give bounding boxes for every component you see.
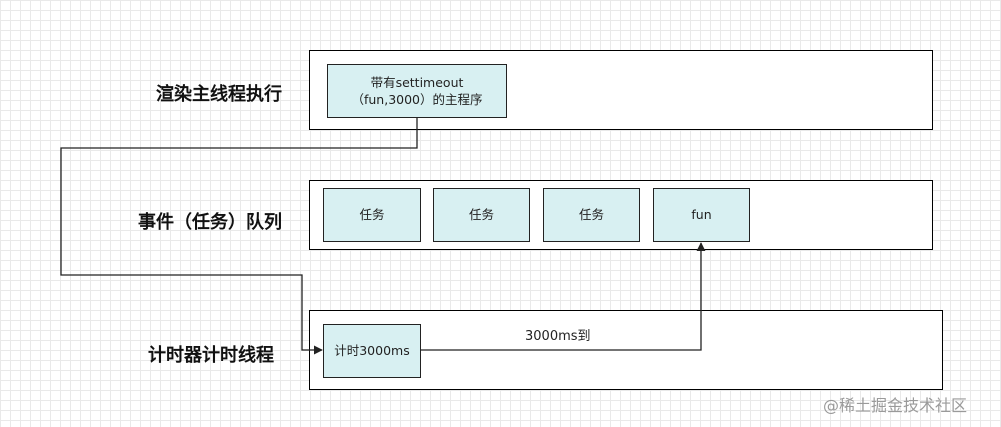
main-program-line1: 带有settimeout — [370, 74, 464, 90]
task-box-3: 任务 — [543, 188, 640, 242]
task-label-1: 任务 — [359, 207, 385, 223]
task-box-1: 任务 — [323, 188, 421, 242]
timer-box: 计时3000ms — [323, 324, 421, 378]
fun-label: fun — [691, 207, 712, 223]
timer-to-fun-connector — [421, 242, 706, 351]
timer-lane-label: 计时器计时线程 — [148, 345, 274, 366]
timer-label: 计时3000ms — [334, 343, 410, 359]
render-lane-label: 渲染主线程执行 — [156, 84, 282, 105]
watermark: @稀土掘金技术社区 — [823, 396, 968, 415]
queue-lane-label: 事件（任务）队列 — [138, 212, 282, 233]
task-box-2: 任务 — [433, 188, 530, 242]
main-to-timer-connector — [60, 118, 418, 355]
main-program-box: 带有settimeout （fun,3000）的主程序 — [327, 64, 507, 118]
fun-box: fun — [653, 188, 750, 242]
task-label-2: 任务 — [468, 207, 494, 223]
timer-to-fun-label: 3000ms到 — [525, 329, 591, 344]
main-program-line2: （fun,3000）的主程序 — [351, 92, 483, 107]
task-label-3: 任务 — [578, 207, 604, 223]
